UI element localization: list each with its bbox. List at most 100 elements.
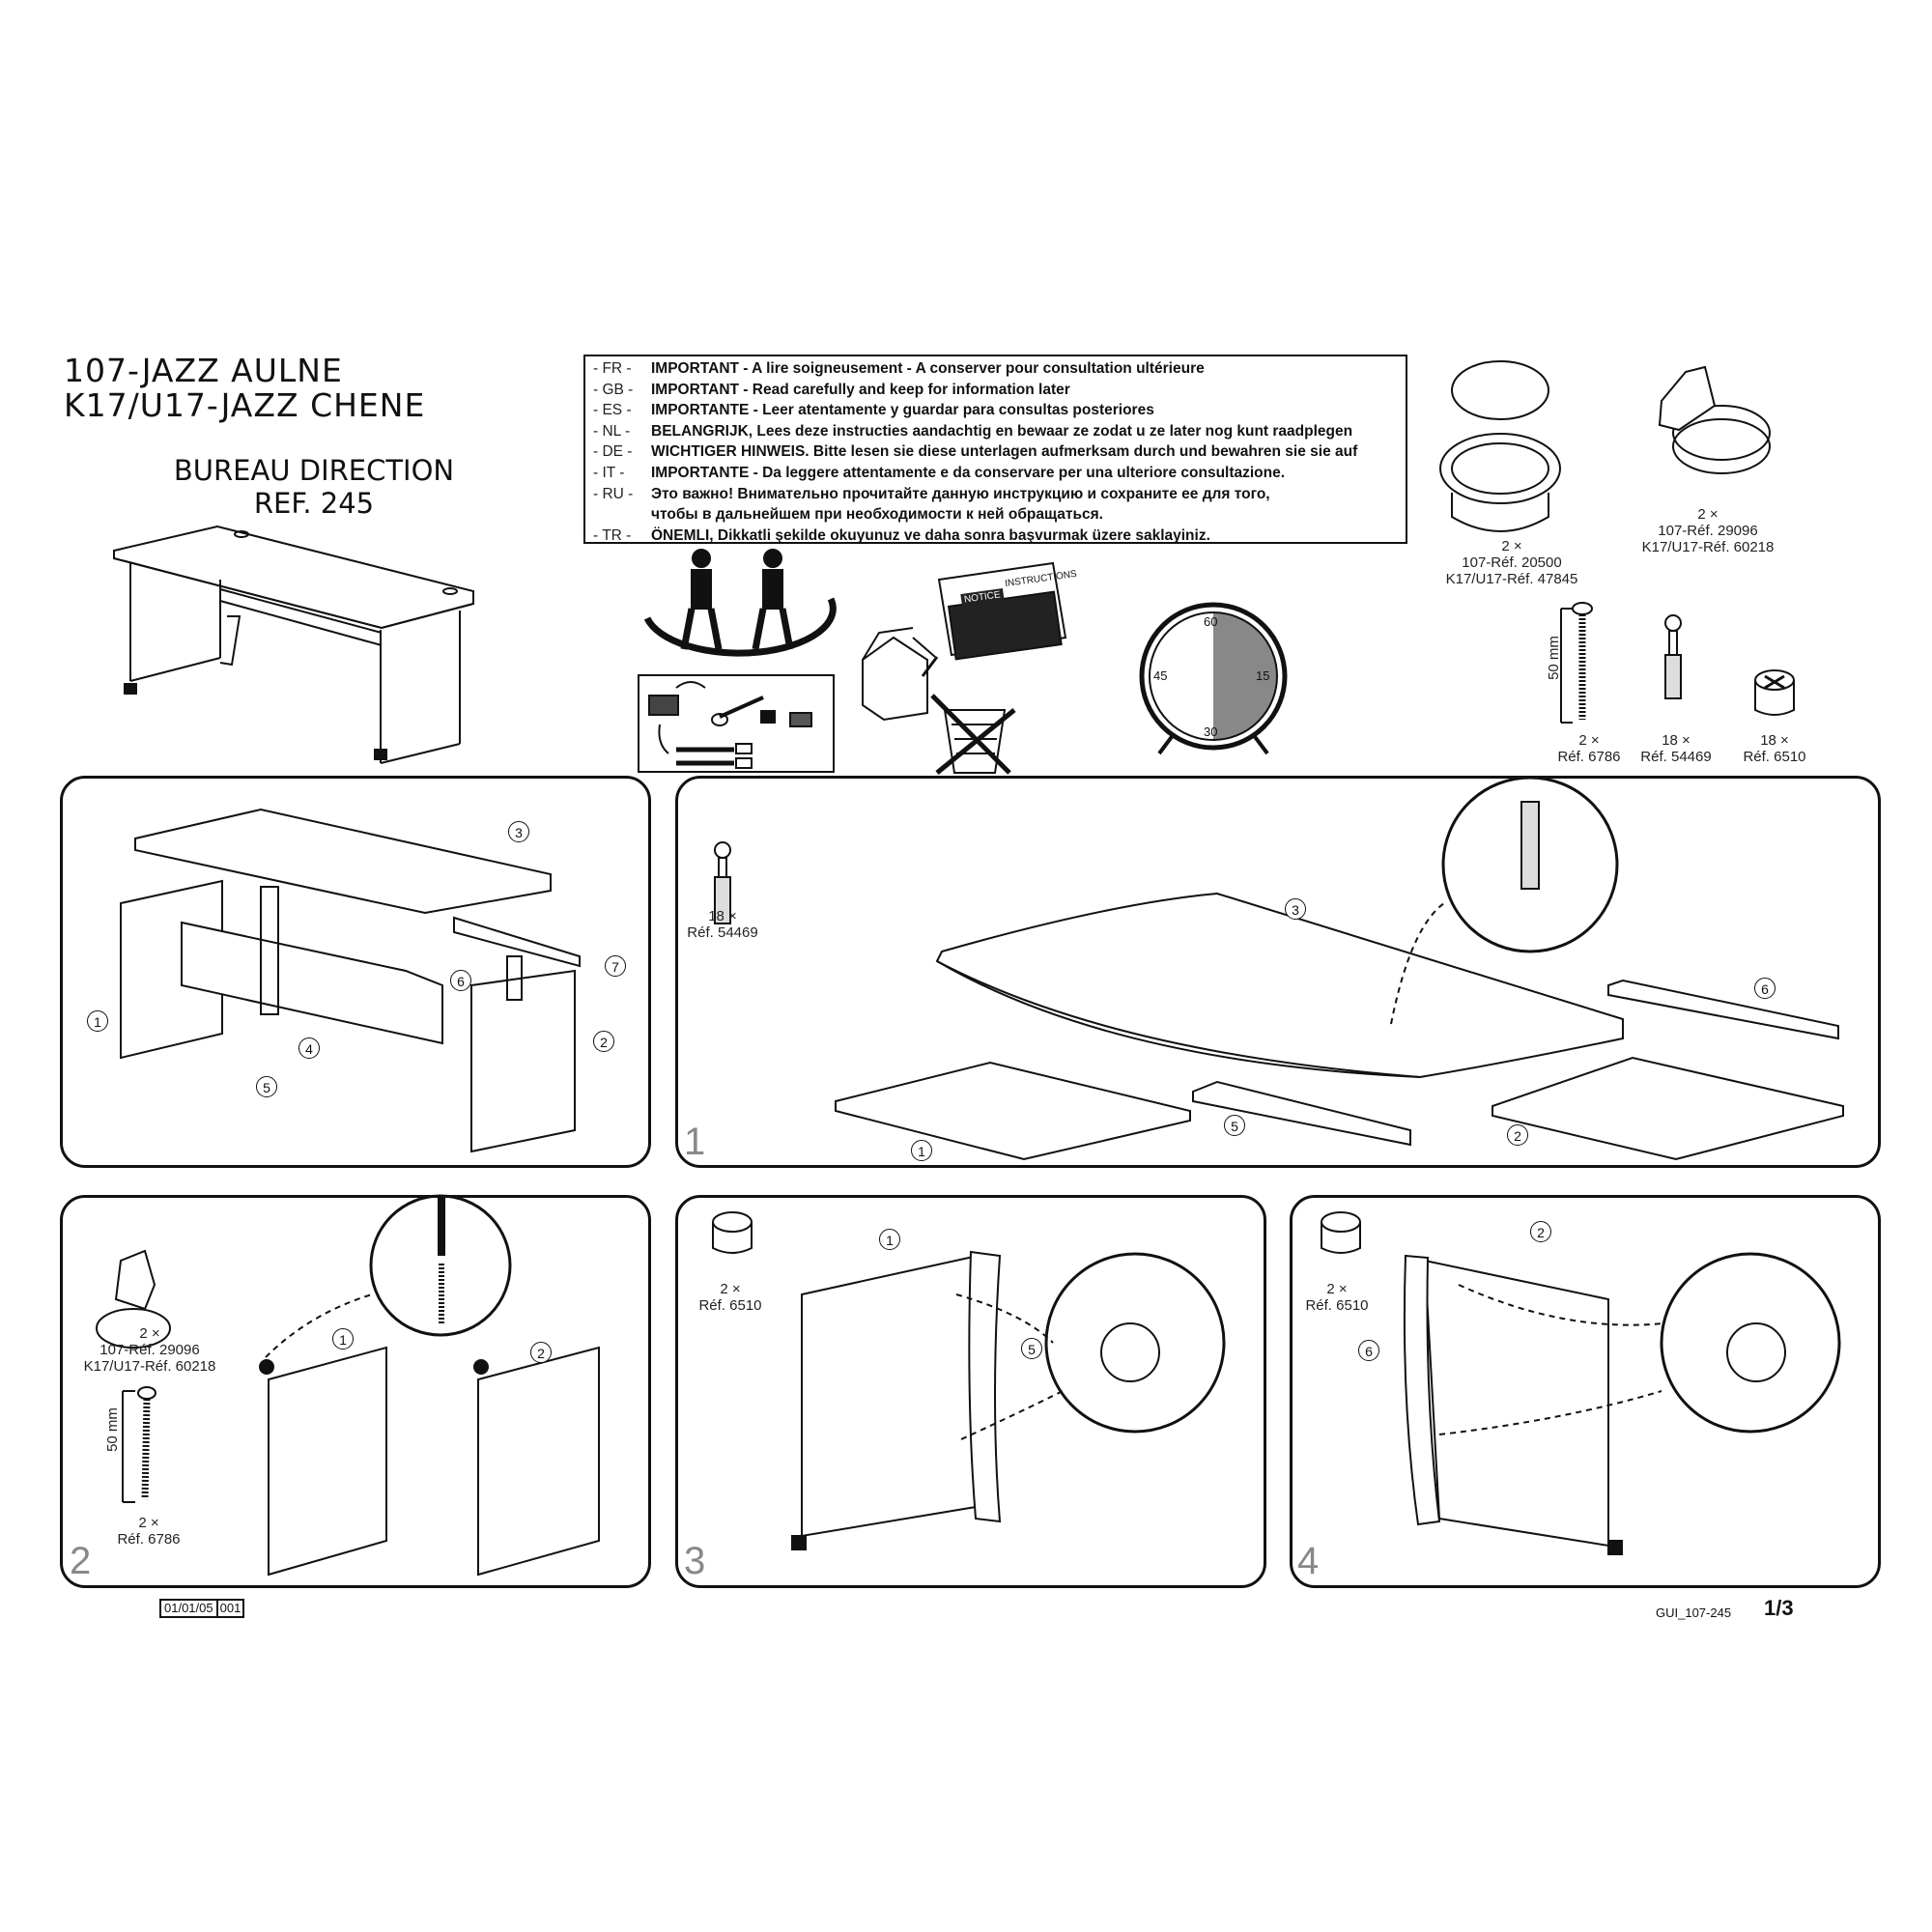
leveler-label: 2 × 107-Réf. 29096 K17/U17-Réf. 60218 [1611,506,1804,555]
ref: Réf. 54469 [1640,749,1712,765]
notice-line-fr: - FR - IMPORTANT - A lire soigneusement -… [593,358,1406,380]
ref: K17/U17-Réf. 47845 [1445,571,1578,587]
title-line-2: K17/U17-JAZZ CHENE [64,386,426,424]
notice-text: IMPORTANT - A lire soigneusement - A con… [651,360,1205,377]
title-line-1: 107-JAZZ AULNE [64,352,343,389]
screw-label: 2 × Réf. 6786 [1541,732,1637,765]
qty: 2 × [139,1325,160,1342]
part-callout: 2 [530,1342,552,1363]
cam-lock-icon [712,1211,753,1254]
part-callout: 6 [450,970,471,991]
notice-line-tr: - TR - ÖNEMLI, Dikkatli şekilde okuyunuz … [593,526,1406,547]
cam-lock-icon [1321,1211,1361,1254]
notice-line-gb: - GB -IMPORTANT - Read carefully and kee… [593,380,1406,401]
part-callout: 1 [879,1229,900,1250]
ref: Réf. 6786 [1557,749,1621,765]
product-name: BUREAU DIRECTION [173,454,455,487]
step2-illustration [96,1194,600,1577]
step-number: 4 [1297,1540,1320,1582]
step-1-part-label: 18 × Réf. 54469 [674,908,771,941]
notice-text: Это важно! Внимательно прочитайте данную… [651,485,1270,502]
step-number: 3 [684,1540,706,1582]
lang-code: - TR - [593,526,632,544]
step4-illustration [1321,1211,1841,1555]
cam-label: 18 × Réf. 6510 [1726,732,1823,765]
notice-line-de: - DE -WICHTIGER HINWEIS. Bitte lesen sie… [593,441,1406,463]
dowel-label: 18 × Réf. 54469 [1628,732,1724,765]
qty: 18 × [1760,732,1789,749]
part-callout: 5 [256,1076,277,1097]
qty: 18 × [1662,732,1690,749]
desk-illustration [113,525,474,764]
part-callout: 7 [605,955,626,977]
notice-text: ÖNEMLI, Dikkatli şekilde okuyunuz ve dah… [651,526,1210,544]
screw-length-label: 50 mm [1546,636,1562,680]
ref: 107-Réf. 20500 [1462,554,1562,571]
keep-instructions-icon [862,561,1067,722]
clock-icon [1139,602,1288,755]
qty: 18 × [708,908,737,924]
step-number: 1 [684,1121,706,1163]
date-revision-box: 01/01/05 001 [159,1599,245,1618]
clock-label-15: 15 [1256,668,1270,683]
step-2-panel [60,1195,651,1588]
ref: K17/U17-Réf. 60218 [83,1358,216,1375]
step-4-cam-label: 2 × Réf. 6510 [1289,1281,1385,1314]
document-code: GUI_107-245 [1656,1605,1732,1620]
lang-code [593,504,651,526]
clock-label-45: 45 [1153,668,1168,683]
part-callout: 4 [298,1037,320,1059]
step-3-cam-label: 2 × Réf. 6510 [682,1281,779,1314]
lang-code: - DE - [593,443,633,461]
clock-label-60: 60 [1204,614,1218,629]
qty: 2 × [1697,506,1719,523]
part-callout: 2 [1507,1124,1528,1146]
lang-code: - NL - [593,422,631,440]
step-2-screw-label: 2 × Réf. 6786 [100,1515,197,1548]
notice-text: IMPORTANTE - Leer atentamente y guardar … [651,402,1154,419]
part-callout: 3 [508,821,529,842]
part-callout: 2 [593,1031,614,1052]
footer-date: 01/01/05 [161,1601,218,1616]
notice-text: BELANGRIJK, Lees deze instructies aandac… [651,422,1353,440]
part-callout: 3 [1285,898,1306,920]
screw-length-label: 50 mm [104,1407,121,1452]
grommet-label: 2 × 107-Réf. 20500 K17/U17-Réf. 47845 [1415,538,1608,587]
screw-icon [1560,602,1593,724]
notice-line-es: - ES - IMPORTANTE - Leer atentamente y gu… [593,400,1406,421]
lang-code: - FR - [593,360,632,377]
cam-lock-icon [1754,669,1795,716]
footer-revision: 001 [219,1601,242,1615]
tools-icon [638,674,835,773]
qty: 2 × [720,1281,741,1297]
exploded-view-illustration [120,808,581,1153]
notice-line-nl: - NL - BELANGRIJK, Lees deze instructies … [593,421,1406,442]
page-number: 1/3 [1764,1596,1794,1620]
part-callout: 1 [911,1140,932,1161]
ref: Réf. 6786 [117,1531,181,1548]
qty: 2 × [138,1515,159,1531]
step-3-panel [675,1195,1266,1588]
lang-code: - GB - [593,381,634,398]
step-1-panel [675,776,1881,1168]
qty: 2 × [1578,732,1600,749]
step-4-panel [1290,1195,1881,1588]
dowel-icon [1664,614,1682,699]
notice-text: IMPORTANTE - Da leggere attentamente e d… [651,464,1286,481]
step1-illustration [714,776,1844,1161]
lang-code: - IT - [593,464,625,481]
notice-line-ru: - RU -Это важно! Внимательно прочитайте … [593,484,1406,505]
notice-line-it: - IT - IMPORTANTE - Da leggere attentamen… [593,463,1406,484]
ref: Réf. 6510 [1305,1297,1369,1314]
grommet-icon [1439,360,1561,532]
part-callout: 1 [87,1010,108,1032]
leveler-foot-icon [1658,365,1771,474]
no-trash-icon [930,694,1016,775]
two-person-assembly-icon [643,549,837,657]
notice-line-ru-2: чтобы в дальнейшем при необходимости к н… [593,504,1406,526]
overview-panel [60,776,651,1168]
lang-code: - ES - [593,402,632,419]
qty: 2 × [1326,1281,1348,1297]
part-callout: 5 [1021,1338,1042,1359]
